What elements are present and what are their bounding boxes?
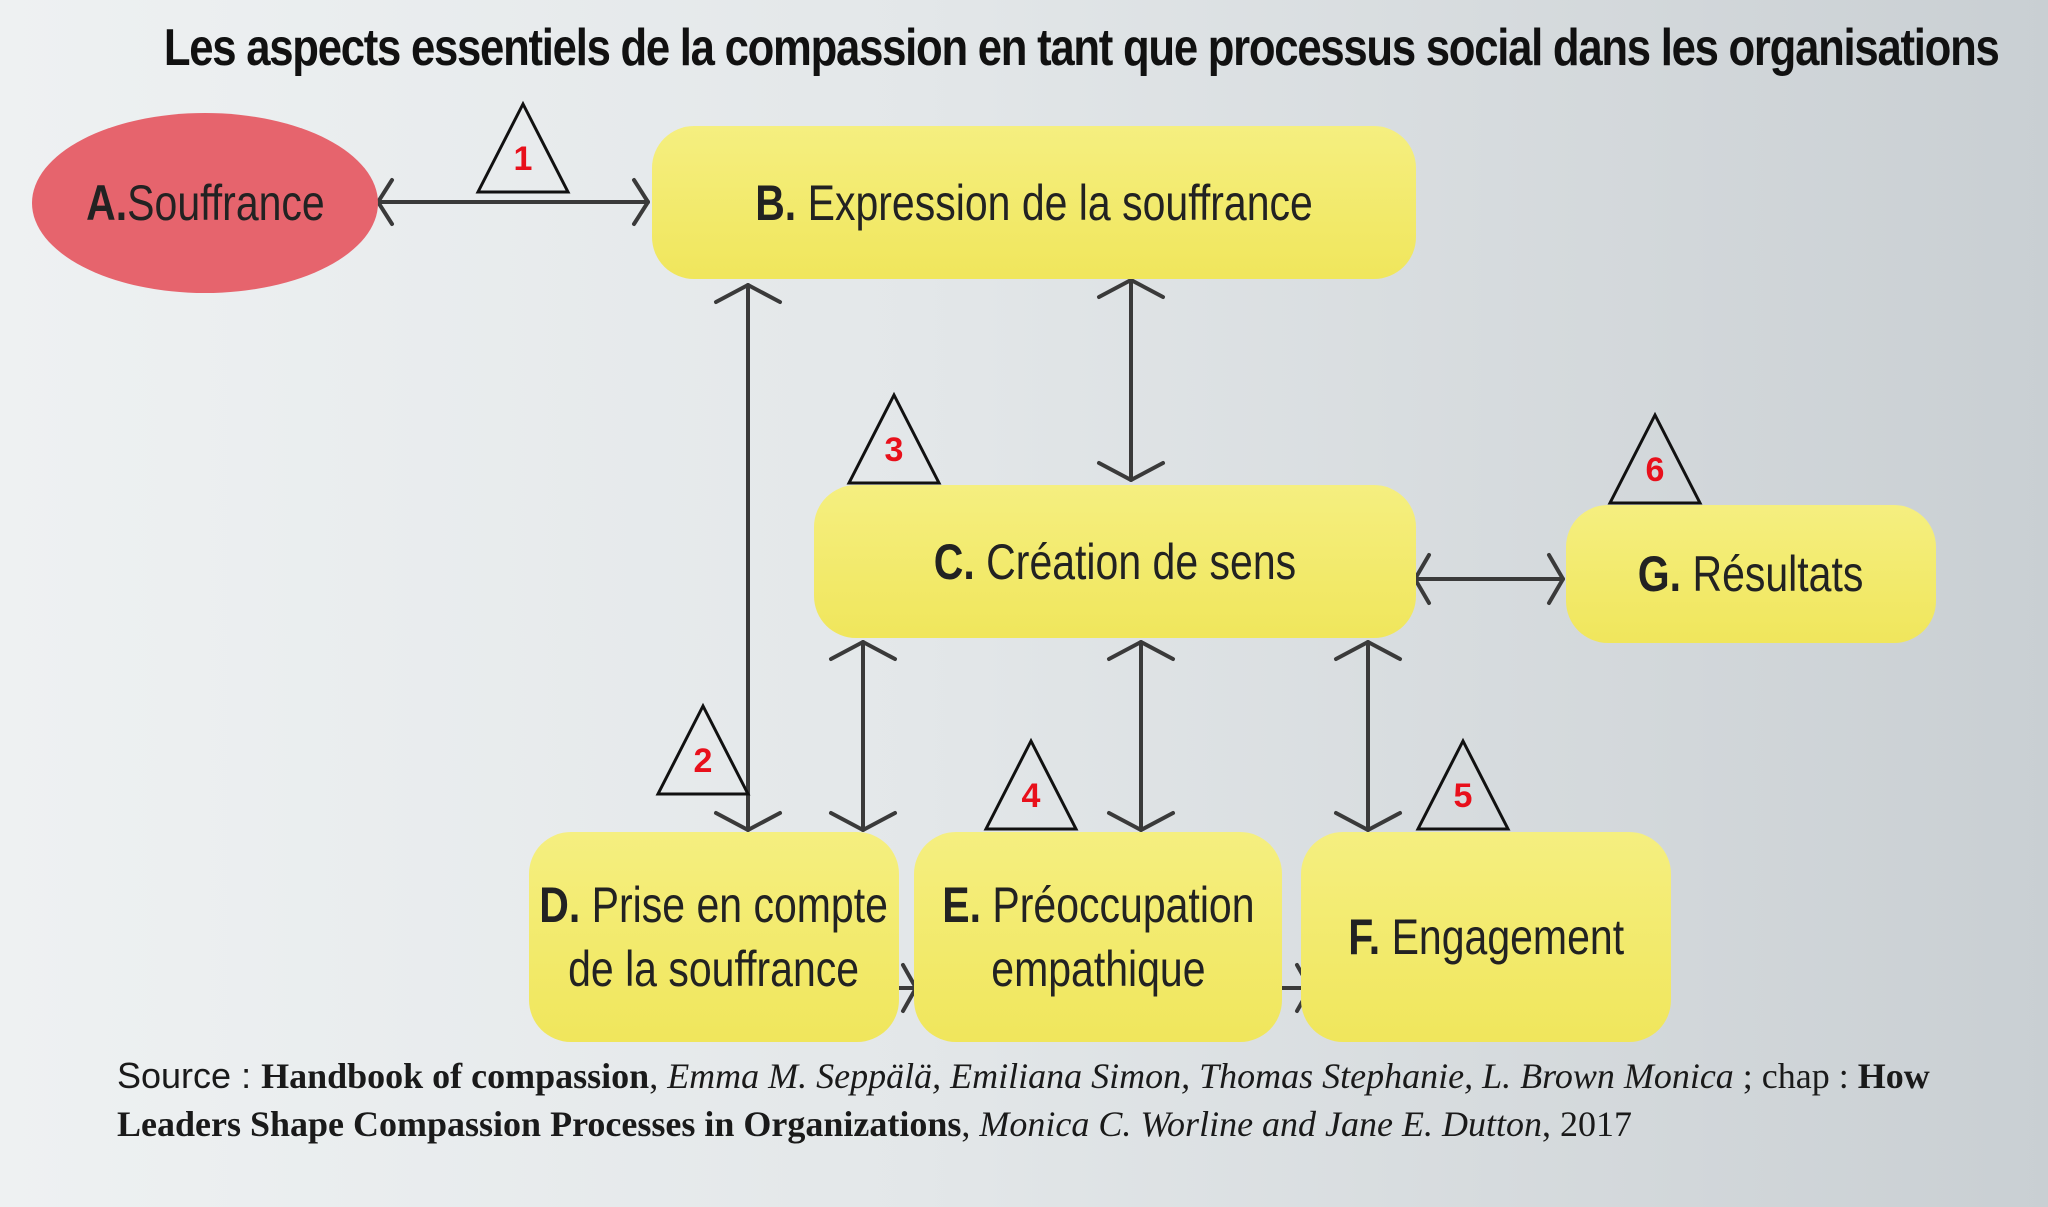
node-a-souffrance: A.Souffrance [32, 113, 378, 293]
triangle-1 [475, 100, 571, 194]
node-e-letter: E. [941, 877, 981, 933]
triangle-6 [1607, 411, 1703, 505]
triangle-5 [1415, 737, 1511, 831]
node-f-label: Engagement [1391, 909, 1624, 965]
triangle-2 [655, 702, 751, 796]
source-editors: Emma M. Seppälä, Emiliana Simon, Thomas … [667, 1056, 1734, 1096]
source-book-title: Handbook of compassion [261, 1056, 650, 1096]
triangle-1-number: 1 [513, 140, 533, 178]
source-chap-label: ; chap : [1733, 1056, 1858, 1096]
arrow-b-d [714, 283, 782, 832]
node-d-prise-en-compte: D. Prise en compte de la souffrance [529, 832, 899, 1042]
node-d-line2: de la souffrance [568, 941, 860, 997]
source-citation: Source : Handbook of compassion, Emma M.… [117, 1052, 1997, 1148]
node-e-preoccupation: E. Préoccupation empathique [914, 832, 1282, 1042]
arrow-c-f [1334, 640, 1402, 832]
source-separator-1: , [649, 1056, 668, 1096]
node-f-engagement: F. Engagement [1301, 832, 1671, 1042]
node-e-line2: empathique [990, 941, 1206, 997]
node-d-line1: Prise en compte [592, 877, 889, 933]
node-e-line1: Préoccupation [992, 877, 1255, 933]
node-c-creation: C. Création de sens [814, 485, 1416, 638]
source-authors: Monica C. Worline and Jane E. Dutton [979, 1104, 1542, 1144]
arrow-c-e [1107, 640, 1175, 832]
node-f-letter: F. [1348, 909, 1380, 965]
arrow-c-g [1413, 553, 1565, 605]
source-separator-2: , [961, 1104, 980, 1144]
triangle-4-number: 4 [1021, 777, 1041, 815]
node-g-letter: G. [1638, 546, 1682, 602]
node-c-label: Création de sens [986, 533, 1297, 590]
triangle-3-number: 3 [884, 431, 904, 469]
node-g-resultats: G. Résultats [1566, 505, 1936, 643]
arrow-b-c [1097, 278, 1165, 482]
source-chapter-title: How Leaders Shape Compassion Processes i… [117, 1056, 1930, 1144]
triangle-5-number: 5 [1453, 777, 1473, 815]
node-a-label: Souffrance [126, 175, 325, 231]
diagram-title: Les aspects essentiels de la compassion … [163, 19, 2000, 77]
node-b-label: Expression de la souffrance [807, 174, 1313, 231]
node-a-letter: A. [85, 175, 127, 231]
source-year: , 2017 [1542, 1104, 1632, 1144]
node-d-letter: D. [539, 877, 581, 933]
triangle-4 [983, 737, 1079, 831]
triangle-6-number: 6 [1645, 451, 1665, 489]
node-b-letter: B. [755, 174, 797, 231]
triangle-2-number: 2 [693, 742, 713, 780]
arrow-c-d [829, 640, 897, 832]
arrow-a-b [376, 178, 650, 226]
triangle-3 [846, 391, 942, 485]
source-lead: Source : [117, 1055, 262, 1096]
node-b-expression: B. Expression de la souffrance [652, 126, 1416, 279]
node-g-label: Résultats [1692, 546, 1864, 602]
node-c-letter: C. [933, 533, 975, 590]
